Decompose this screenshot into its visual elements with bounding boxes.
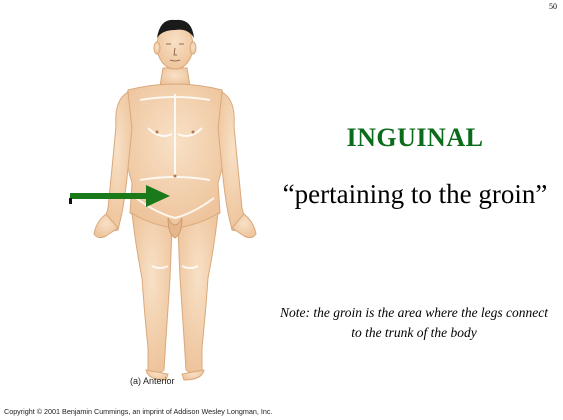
anatomical-figure xyxy=(60,8,290,400)
figure-caption: (a) Anterior xyxy=(130,376,175,386)
note-text: Note: the groin is the area where the le… xyxy=(278,303,550,343)
copyright-text: Copyright © 2001 Benjamin Cummings, an i… xyxy=(4,407,272,416)
definition-text: “pertaining to the groin” xyxy=(280,178,550,210)
slide-title: INGUINAL xyxy=(315,123,515,153)
page-number: 50 xyxy=(549,2,557,11)
